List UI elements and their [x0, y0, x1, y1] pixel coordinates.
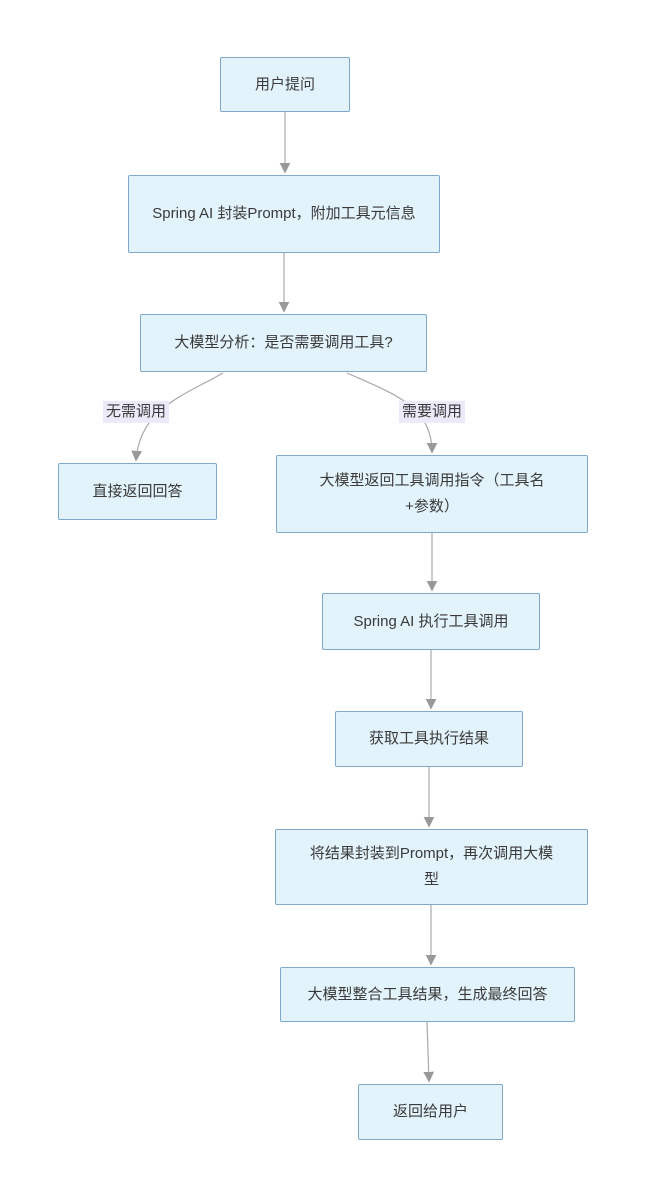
edge-label-no-call-text: 无需调用 [105, 402, 167, 420]
node-direct-answer-label: 直接返回回答 [92, 482, 183, 500]
edge-label-need-call-text: 需要调用 [401, 402, 463, 420]
node-model-analyze: 大模型分析：是否需要调用工具? [140, 314, 427, 372]
node-execute-tool: Spring AI 执行工具调用 [322, 593, 540, 650]
node-rewrap-prompt: 将结果封装到Prompt，再次调用大模型 [275, 829, 588, 905]
node-rewrap-prompt-label: 将结果封装到Prompt，再次调用大模型 [309, 845, 554, 888]
edge-label-need-call: 需要调用 [398, 400, 466, 424]
node-execute-tool-label: Spring AI 执行工具调用 [353, 612, 509, 630]
node-direct-answer: 直接返回回答 [58, 463, 217, 520]
node-user-question-label: 用户提问 [254, 75, 315, 93]
node-tool-result-label: 获取工具执行结果 [368, 730, 489, 748]
node-return-to-user-label: 返回给用户 [392, 1103, 468, 1121]
node-tool-command: 大模型返回工具调用指令（工具名+参数） [276, 455, 588, 533]
edge-final-to-return [423, 1021, 435, 1083]
node-return-to-user: 返回给用户 [358, 1084, 503, 1140]
node-wrap-prompt-label: Spring AI 封装Prompt，附加工具元信息 [152, 205, 416, 223]
node-model-analyze-label: 大模型分析：是否需要调用工具? [174, 334, 393, 352]
edge-label-no-call: 无需调用 [102, 400, 170, 424]
node-final-answer: 大模型整合工具结果，生成最终回答 [280, 967, 575, 1022]
node-wrap-prompt: Spring AI 封装Prompt，附加工具元信息 [128, 175, 440, 253]
node-tool-result: 获取工具执行结果 [335, 711, 523, 767]
node-final-answer-label: 大模型整合工具结果，生成最终回答 [307, 985, 548, 1003]
node-user-question: 用户提问 [220, 57, 350, 112]
node-tool-command-label: 大模型返回工具调用指令（工具名+参数） [319, 472, 545, 515]
